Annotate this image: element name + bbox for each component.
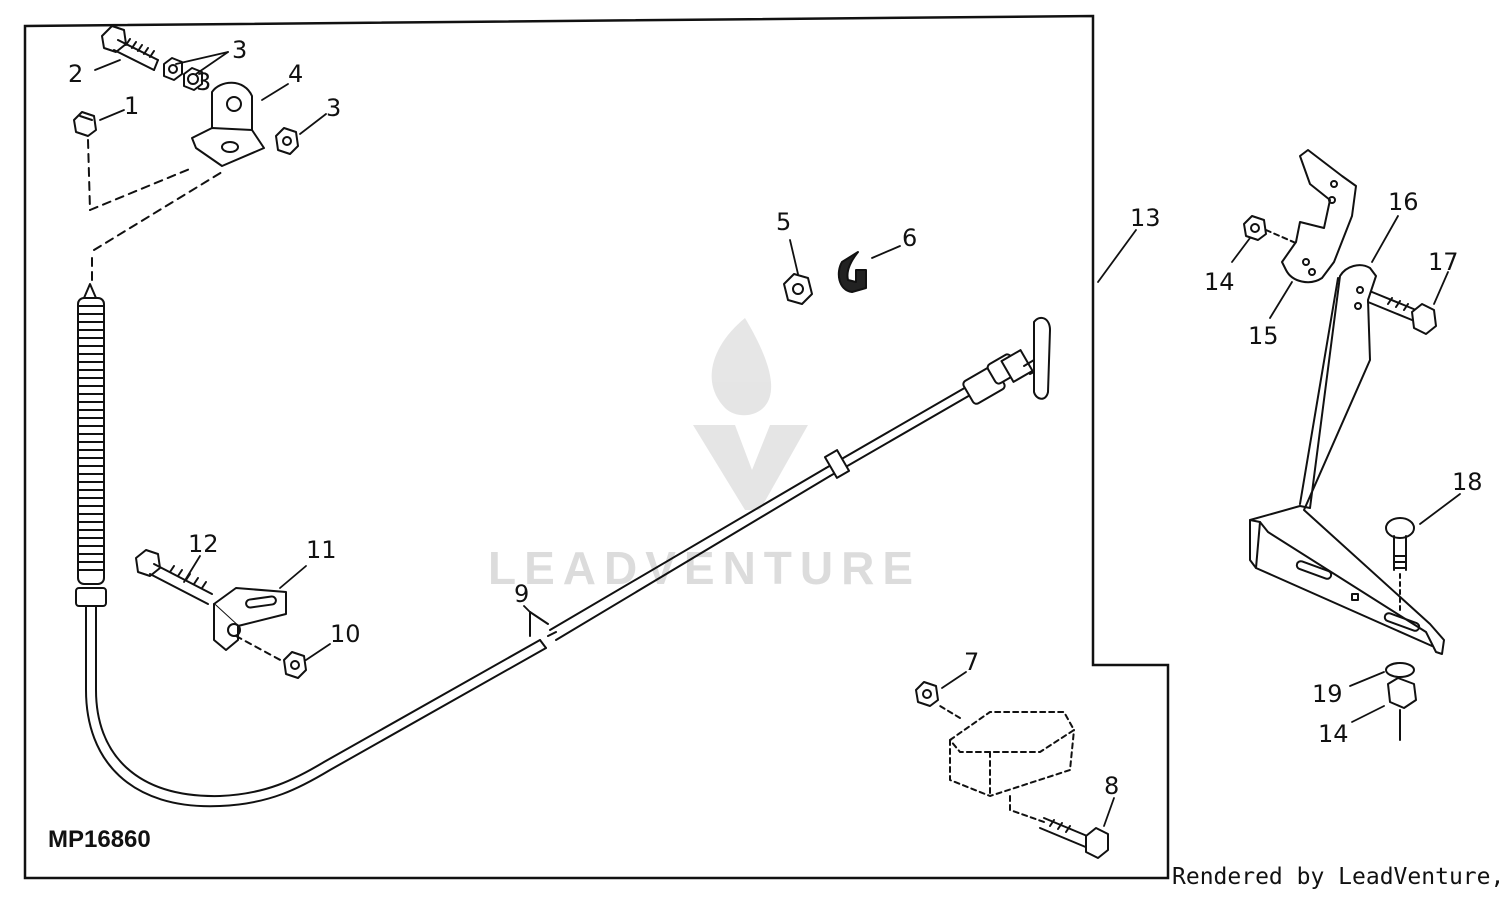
callout-16: 16 — [1388, 188, 1419, 216]
callout-12: 12 — [188, 530, 219, 558]
leader-9 — [529, 611, 549, 637]
mounting-bracket-part-16 — [1249, 264, 1445, 655]
watermark-text: LEADVENTURE — [488, 542, 921, 594]
callout-4: 4 — [288, 60, 303, 88]
callout-18: 18 — [1452, 468, 1483, 496]
callout-3b: 3 — [196, 68, 211, 96]
callout-labels: 1 2 3 3 4 3 5 6 7 8 9 10 11 12 13 14 14 … — [68, 36, 1483, 800]
nut-part-10 — [283, 651, 307, 679]
nut-part-14b — [1387, 677, 1417, 741]
watermark-v-icon — [693, 425, 808, 510]
render-credit: Rendered by LeadVenture, Inc. — [1172, 864, 1500, 890]
bracket-part-15 — [1281, 149, 1357, 284]
cable-fitting — [962, 349, 1034, 405]
dashed-line-14 — [1265, 229, 1299, 245]
bracket-part-4 — [191, 81, 265, 167]
callout-5: 5 — [776, 208, 791, 236]
callout-14a: 14 — [1204, 268, 1235, 296]
callout-6: 6 — [902, 224, 917, 252]
callout-17: 17 — [1428, 248, 1459, 276]
bolt-part-18 — [1385, 517, 1415, 611]
diagram-border — [23, 14, 1170, 880]
engine-bracket-phantom — [939, 705, 1075, 823]
assembly-dashed-lines — [87, 139, 223, 283]
choke-cable-part-13 — [85, 316, 1051, 808]
washer-part-19 — [1385, 662, 1415, 678]
figure-id: MP16860 — [48, 826, 151, 853]
dashed-line-10 — [235, 635, 285, 663]
bolt-part-8 — [1039, 817, 1109, 859]
callout-7: 7 — [964, 648, 979, 676]
callout-leaders — [94, 51, 1461, 827]
bolt-part-2 — [101, 25, 159, 71]
nut-part-3c — [275, 127, 299, 155]
bolt-part-12 — [135, 549, 213, 605]
callout-10: 10 — [330, 620, 361, 648]
nut-part-1 — [73, 111, 97, 137]
callout-14b: 14 — [1318, 720, 1349, 748]
callout-11: 11 — [306, 536, 337, 564]
callout-8: 8 — [1104, 772, 1119, 800]
nut-part-3a — [163, 57, 183, 81]
callout-15: 15 — [1248, 322, 1279, 350]
cable-spring-sleeve — [75, 283, 107, 607]
callout-9: 9 — [514, 580, 529, 608]
bolt-part-17 — [1367, 291, 1437, 335]
watermark-flame-icon — [711, 318, 772, 416]
nut-part-14a — [1243, 215, 1267, 241]
nut-part-7 — [915, 681, 939, 707]
callout-13: 13 — [1130, 204, 1161, 232]
t-handle-knob — [1023, 316, 1051, 400]
callout-3a: 3 — [232, 36, 247, 64]
bracket-part-11 — [213, 587, 287, 651]
callout-1: 1 — [124, 92, 139, 120]
watermark: LEADVENTURE — [488, 318, 921, 594]
callout-3c: 3 — [326, 94, 341, 122]
clip-part-6 — [837, 251, 867, 293]
callout-2: 2 — [68, 60, 83, 88]
nut-part-5 — [783, 273, 813, 305]
callout-19: 19 — [1312, 680, 1343, 708]
